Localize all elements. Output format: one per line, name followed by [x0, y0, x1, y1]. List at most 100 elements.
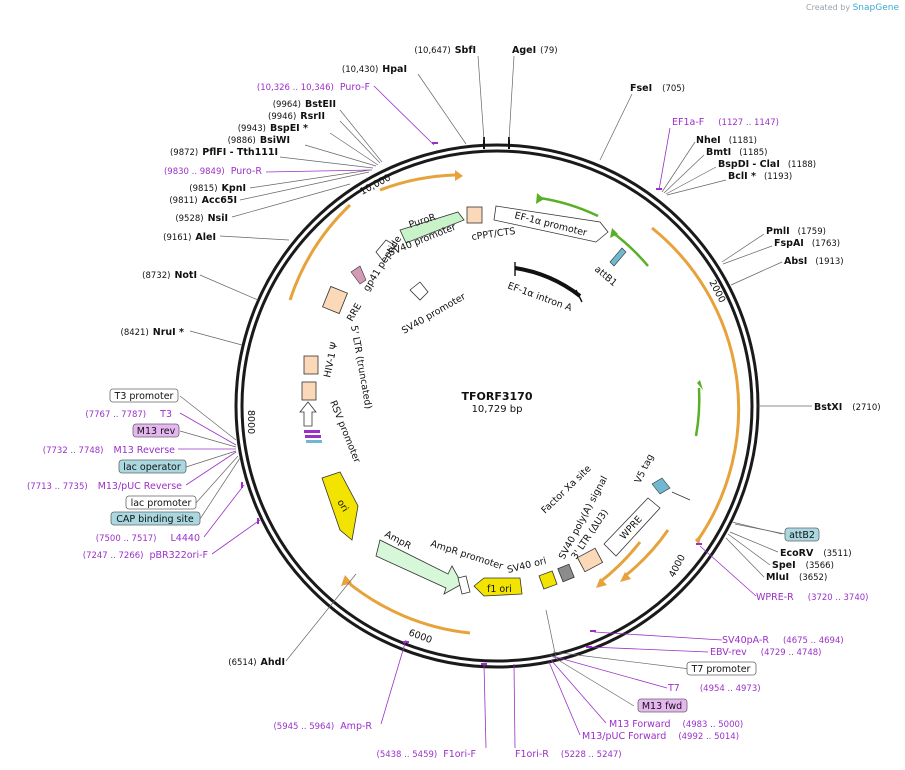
orf-arrowheads — [341, 170, 702, 588]
primer-sv40pa-r: SV40pA-R — [722, 635, 769, 646]
svg-text:T7(4954 .. 4973): T7(4954 .. 4973) — [667, 683, 761, 694]
feat-5ltr: 5' LTR (truncated) — [348, 325, 374, 410]
ampr-promoter-arrow — [457, 575, 471, 595]
svg-text:(10,326 .. 10,346)Puro-F: (10,326 .. 10,346)Puro-F — [257, 82, 370, 93]
plasmid-size: 10,729 bp — [472, 404, 523, 415]
svg-text:WPRE-R(3720 .. 3740): WPRE-R(3720 .. 3740) — [756, 592, 868, 603]
ori-arrow — [321, 471, 359, 541]
site-sbfi: SbfI — [455, 45, 476, 56]
svg-text:(9946)RsrII: (9946)RsrII — [268, 111, 325, 122]
lac-region-marks — [304, 430, 322, 443]
primer-m13puc-reverse: M13/pUC Reverse — [98, 481, 182, 492]
site-pmli: PmlI — [766, 226, 790, 237]
svg-text:(9872)PflFI - Tth111I: (9872)PflFI - Tth111I — [170, 147, 278, 158]
primer-t3: T3 — [159, 409, 172, 420]
svg-text:(7713 .. 7735)M13/pUC Reverse: (7713 .. 7735)M13/pUC Reverse — [27, 481, 182, 492]
orf-arc-puro — [379, 173, 456, 192]
svg-text:BclI *(1193): BclI *(1193) — [728, 171, 792, 182]
box-lac-operator: lac operator — [123, 462, 181, 473]
ltr3-box — [576, 547, 604, 573]
svg-text:PmlI(1759): PmlI(1759) — [766, 226, 826, 237]
sv40-polya-box — [557, 563, 575, 583]
box-attb2: attB2 — [789, 530, 815, 541]
box-t3-promoter: T3 promoter — [114, 391, 174, 402]
primer-ebv-rev: EBV-rev — [710, 647, 747, 658]
site-alei: AleI — [195, 232, 216, 243]
svg-text:F1ori-R(5228 .. 5247): F1ori-R(5228 .. 5247) — [515, 749, 622, 760]
primer-m13-forward: M13 Forward — [609, 719, 671, 730]
feat-hiv-psi: HIV-1 Ψ — [322, 341, 340, 378]
attb1-mark — [609, 247, 627, 267]
feat-gp41: gp41 peptide — [361, 234, 404, 294]
orf-arc-1 — [288, 203, 352, 301]
orf-arc-3 — [624, 529, 670, 578]
svg-text:(7732 .. 7748)M13 Reverse: (7732 .. 7748)M13 Reverse — [43, 445, 175, 456]
svg-text:(10,647)SbfI: (10,647) SbfI — [414, 45, 476, 56]
feat-attb1: attB1 — [592, 264, 619, 289]
site-acc65i: Acc65I — [202, 195, 237, 206]
site-agei: AgeI — [512, 45, 536, 56]
tick-8000: 8000 — [245, 410, 256, 434]
green-arc-3 — [694, 387, 701, 437]
rre-box — [322, 285, 348, 315]
orf-arc-2 — [651, 226, 741, 541]
site-bsteii: BstEII — [305, 99, 336, 110]
site-bspdi: BspDI - ClaI — [718, 159, 780, 170]
svg-text:MluI(3652): MluI(3652) — [766, 572, 827, 583]
rsv-promoter-arrow — [299, 401, 317, 427]
box-m13-rev: M13 rev — [137, 426, 176, 437]
primer-f1ori-r: F1ori-R — [515, 749, 549, 760]
box-t7-promoter: T7 promoter — [691, 664, 751, 675]
svg-text:(5945 .. 5964)Amp-R: (5945 .. 5964)Amp-R — [273, 721, 372, 732]
primer-m13puc-forward: M13/pUC Forward — [582, 731, 666, 742]
site-bspei: BspEI * — [270, 123, 308, 134]
snapgene-credit: Created by SnapGene — [806, 3, 899, 13]
site-bcli: BclI * — [728, 171, 756, 182]
primer-amp-r: Amp-R — [340, 721, 372, 732]
site-hpai: HpaI — [382, 64, 407, 75]
svg-text:EcoRV(3511): EcoRV(3511) — [780, 548, 852, 559]
hiv-psi-box — [303, 355, 319, 375]
primer-puro-r: Puro-R — [231, 166, 263, 177]
sv40-promoter-arrow-1 — [375, 239, 397, 263]
site-sbfi-pos: (10,647) — [414, 46, 450, 56]
sv40-ori-box — [538, 570, 558, 590]
primer-wpre-r: WPRE-R — [756, 592, 794, 603]
svg-text:FspAI(1763): FspAI(1763) — [774, 238, 840, 249]
orf-arc-amp — [344, 578, 471, 635]
site-fspai: FspAI — [774, 238, 804, 249]
box-m13-fwd: M13 fwd — [642, 701, 682, 712]
svg-text:(9161)AleI: (9161)AleI — [163, 232, 216, 243]
site-ahdi: AhdI — [261, 657, 285, 668]
green-arc-1 — [539, 196, 599, 218]
svg-text:(8421)NruI *: (8421)NruI * — [121, 327, 185, 338]
svg-text:AgeI(79): AgeI(79) — [512, 45, 558, 56]
site-nrui: NruI * — [153, 327, 184, 338]
svg-text:(9830 .. 9849)Puro-R: (9830 .. 9849)Puro-R — [164, 166, 262, 177]
svg-text:BspDI - ClaI(1188): BspDI - ClaI(1188) — [718, 159, 816, 170]
site-pflfi: PflFI - Tth111I — [202, 147, 278, 158]
svg-text:(9886)BsiWI: (9886)BsiWI — [228, 135, 290, 146]
svg-text:SV40pA-R(4675 .. 4694): SV40pA-R(4675 .. 4694) — [722, 635, 844, 646]
backbone-inner — [240, 149, 754, 663]
primer-l4440: L4440 — [171, 533, 200, 544]
box-cap-binding: CAP binding site — [116, 514, 194, 525]
svg-text:(10,430)HpaI: (10,430)HpaI — [342, 64, 407, 75]
site-mlui: MluI — [766, 572, 789, 583]
primer-marks — [241, 142, 702, 665]
primer-ef1a-f: EF1a-F — [672, 117, 704, 128]
svg-text:(5438 .. 5459)F1ori-F: (5438 .. 5459)F1ori-F — [377, 749, 476, 760]
svg-text:EBV-rev(4729 .. 4748): EBV-rev(4729 .. 4748) — [710, 647, 821, 658]
svg-text:SpeI(3566): SpeI(3566) — [772, 560, 834, 571]
puror-arrow — [399, 211, 465, 244]
svg-text:(7500 .. 7517)L4440: (7500 .. 7517)L4440 — [96, 533, 200, 544]
svg-text:NheI(1181): NheI(1181) — [696, 135, 757, 146]
site-fsei: FseI — [630, 83, 652, 94]
svg-text:(9815)KpnI: (9815)KpnI — [189, 183, 246, 194]
site-ecorv: EcoRV — [780, 548, 814, 559]
svg-text:(8732)NotI: (8732)NotI — [142, 270, 197, 281]
feat-sv40-promoter-2: SV40 promoter — [400, 291, 468, 336]
tick-6000: 6000 — [407, 627, 433, 646]
svg-text:(6514)AhdI: (6514)AhdI — [228, 657, 285, 668]
